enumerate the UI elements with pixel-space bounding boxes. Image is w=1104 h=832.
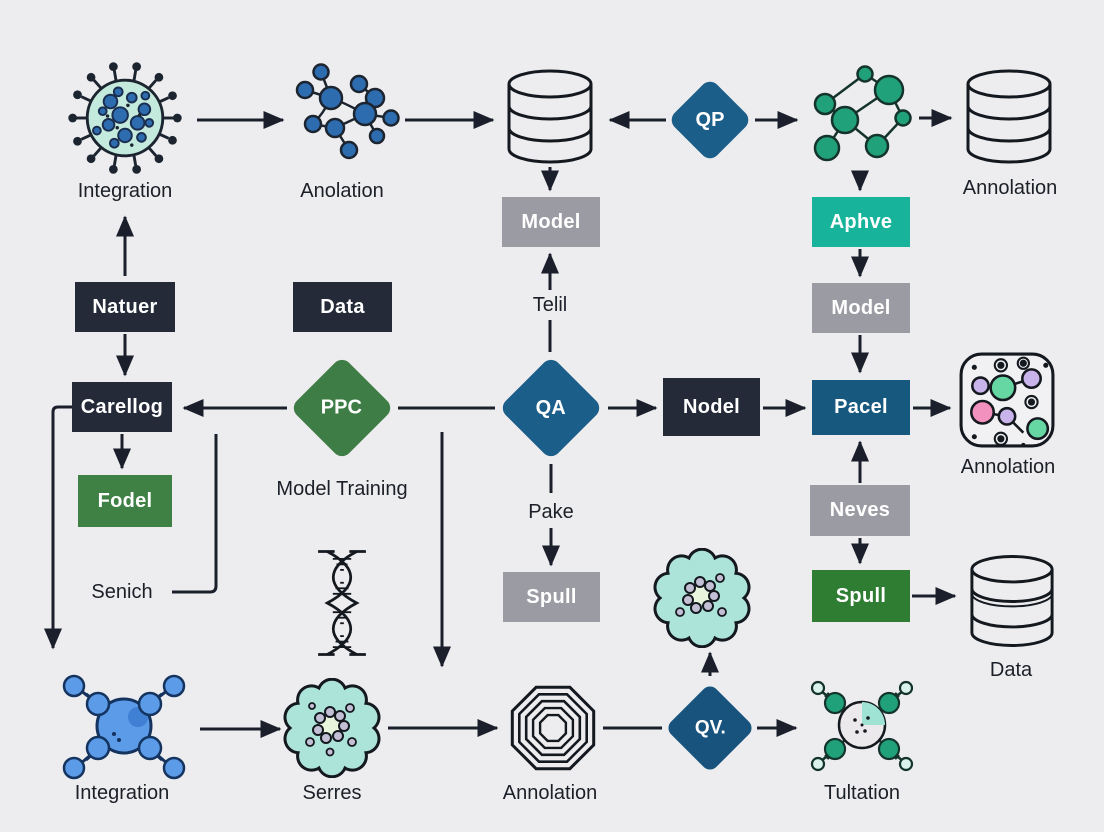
molecule-blue-icon: [62, 674, 186, 780]
annolation-right-label: Annolation: [960, 456, 1056, 478]
model-right-box: Model: [812, 283, 910, 333]
fodel-box: Fodel: [78, 475, 172, 527]
network-graph-green-icon: [813, 65, 912, 162]
model-center-box: Model: [502, 197, 600, 247]
database-icon-top-right: [966, 69, 1052, 164]
octagon-spiral-icon: [510, 685, 596, 771]
data-db-label: Data: [989, 659, 1033, 681]
dna-icon: [318, 550, 366, 656]
data-box: Data: [293, 282, 392, 332]
tultation-label: Tultation: [824, 782, 900, 804]
aphve-box: Aphve: [812, 197, 910, 247]
cell-blob-icon-qv: [653, 548, 751, 648]
molecule-green-icon: [810, 680, 914, 772]
integration-top-label: Integration: [77, 180, 173, 202]
spull-center-box: Spull: [503, 572, 600, 622]
qp-label: QP: [695, 108, 725, 131]
annolation-bottom-label: Annolation: [502, 782, 598, 804]
nodel-box: Nodel: [663, 378, 760, 436]
anolation-label: Anolation: [300, 180, 384, 202]
pacel-box: Pacel: [812, 380, 910, 435]
integration-bottom-label: Integration: [74, 782, 170, 804]
cell-blob-icon-serres: [283, 678, 381, 778]
senich-label: Senich: [91, 581, 153, 603]
annolation-top-right-label: Annolation: [962, 177, 1058, 199]
telil-label: Telil: [532, 294, 568, 316]
natuer-box: Natuer: [75, 282, 175, 332]
molecule-panel-icon: [959, 352, 1055, 448]
spull-right-box: Spull: [812, 570, 910, 622]
database-icon-top-center: [507, 69, 593, 164]
qv-label: QV.: [694, 717, 726, 738]
carellog-box: Carellog: [72, 382, 172, 432]
database-icon-bottom-right: [970, 555, 1054, 647]
network-graph-blue-icon: [295, 63, 400, 160]
qa-label: QA: [536, 396, 566, 419]
ppc-label: PPC: [321, 396, 363, 419]
model-training-label: Model Training: [276, 478, 408, 500]
pake-label: Pake: [528, 501, 574, 523]
neves-box: Neves: [810, 485, 910, 536]
serres-label: Serres: [302, 782, 362, 804]
virus-cell-icon: [68, 62, 182, 174]
